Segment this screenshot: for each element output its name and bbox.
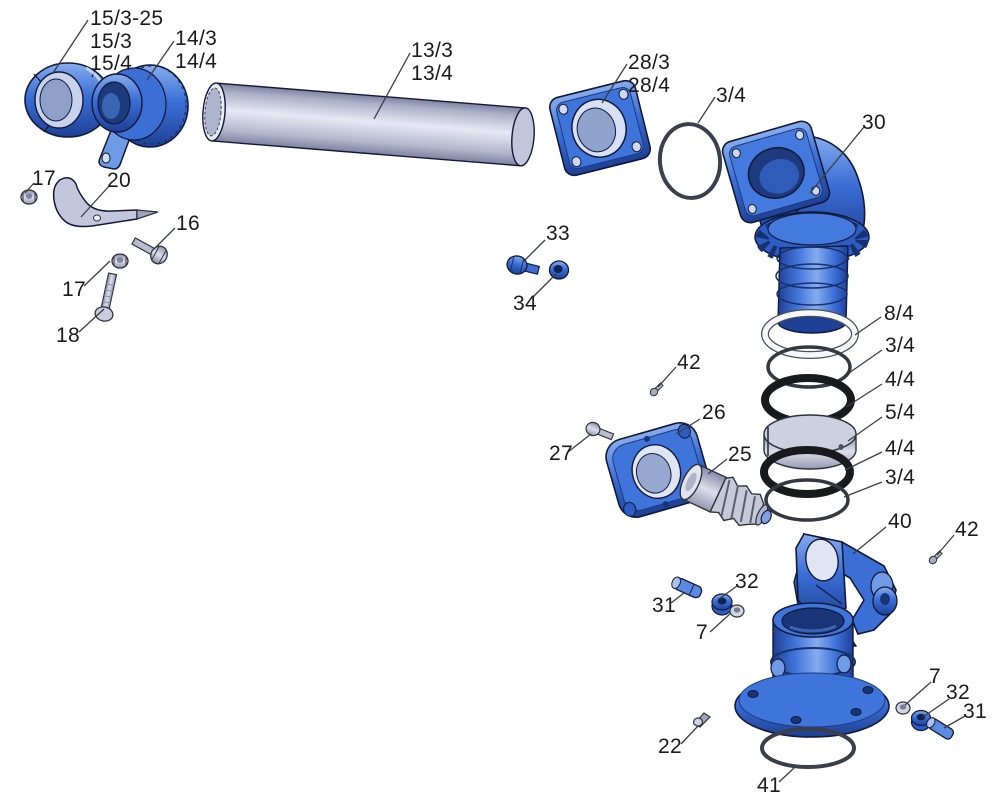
part-bolt-27 bbox=[585, 421, 615, 441]
leader-7-mid bbox=[709, 612, 732, 633]
part-bolt-16 bbox=[131, 237, 168, 265]
callout-31-bottom: 31 bbox=[963, 700, 987, 723]
leader-20 bbox=[80, 184, 111, 218]
part-nut-17-lower bbox=[111, 253, 129, 269]
leader-41 bbox=[778, 767, 795, 783]
leader-31-bottom bbox=[943, 715, 966, 729]
callout-27: 27 bbox=[549, 442, 573, 465]
leader-27 bbox=[567, 433, 592, 453]
leader-40 bbox=[852, 526, 887, 555]
callout-3-4-top: 3/4 bbox=[716, 84, 747, 107]
callout-42-mid: 42 bbox=[677, 351, 701, 374]
callout-41: 41 bbox=[757, 774, 781, 797]
leader-33 bbox=[522, 239, 546, 263]
part-lever-20 bbox=[52, 177, 159, 228]
callout-32-mid: 32 bbox=[735, 570, 759, 593]
part-o-ring-3-4-upper bbox=[766, 345, 852, 389]
leader-22 bbox=[680, 725, 699, 745]
callout-4-4-lower: 4/4 bbox=[885, 437, 916, 460]
part-o-ring-3-4-lower bbox=[764, 478, 850, 522]
part-nut-32-bottom bbox=[910, 709, 932, 732]
callout-20: 20 bbox=[107, 169, 131, 192]
part-fitting-22 bbox=[692, 712, 711, 728]
callout-5-4: 5/4 bbox=[885, 401, 916, 424]
part-washer-7-bottom bbox=[895, 701, 911, 715]
part-pin-31-bottom bbox=[926, 717, 955, 740]
callout-17-upper: 17 bbox=[32, 167, 56, 190]
leader-14 bbox=[146, 40, 175, 81]
part-bracket-base-40 bbox=[734, 532, 898, 738]
leader-17-lower bbox=[83, 260, 111, 287]
leader-17-upper bbox=[24, 182, 35, 194]
part-bolt-18 bbox=[94, 272, 118, 322]
callout-26: 26 bbox=[702, 401, 726, 424]
part-o-ring-41 bbox=[760, 727, 856, 769]
leader-26 bbox=[675, 418, 701, 435]
leader-34 bbox=[532, 273, 557, 298]
part-nozzle-body-14 bbox=[91, 64, 189, 170]
part-pin-31-mid bbox=[671, 576, 703, 599]
leader-4-4-upper bbox=[845, 383, 883, 408]
leader-7-bottom bbox=[904, 681, 932, 706]
part-o-ring-3-4-top bbox=[657, 122, 723, 200]
callout-30: 30 bbox=[862, 111, 886, 134]
leader-16 bbox=[153, 227, 176, 250]
leader-13 bbox=[373, 52, 411, 120]
callout-14: 14/3 14/4 bbox=[175, 27, 218, 73]
leader-25 bbox=[707, 458, 728, 475]
callout-16: 16 bbox=[176, 212, 200, 235]
part-barrel-tube-13 bbox=[202, 82, 535, 167]
callout-25: 25 bbox=[728, 443, 752, 466]
callout-8-4: 8/4 bbox=[884, 302, 915, 325]
leader-3-4-top bbox=[697, 96, 716, 124]
leader-42-right bbox=[936, 534, 955, 556]
callout-13: 13/3 13/4 bbox=[411, 39, 454, 85]
callout-4-4-upper: 4/4 bbox=[885, 368, 916, 391]
part-screw-42-right bbox=[928, 550, 943, 565]
callout-34: 34 bbox=[513, 292, 537, 315]
leader-15 bbox=[52, 19, 89, 74]
leader-28 bbox=[601, 63, 628, 104]
callout-18: 18 bbox=[56, 324, 80, 347]
leader-30 bbox=[809, 126, 865, 194]
callout-17-lower: 17 bbox=[62, 278, 86, 301]
callout-3-4-lower: 3/4 bbox=[885, 466, 916, 489]
part-seal-4-4-lower bbox=[760, 446, 854, 498]
callout-7-mid: 7 bbox=[696, 621, 708, 644]
leader-8-4 bbox=[854, 316, 882, 336]
leader-42-mid bbox=[657, 366, 677, 388]
leader-32-mid bbox=[718, 585, 738, 600]
part-nut-17-upper bbox=[20, 189, 38, 205]
callout-15: 15/3-25 15/3 15/4 bbox=[90, 7, 164, 75]
callout-3-4-upper: 3/4 bbox=[885, 334, 916, 357]
leader-18 bbox=[78, 308, 105, 333]
leader-4-4-lower bbox=[844, 451, 883, 471]
leader-lines bbox=[24, 19, 966, 783]
leader-3-4-lower bbox=[843, 481, 883, 498]
part-seal-ring-8-4 bbox=[761, 309, 859, 359]
part-screw-42-mid bbox=[649, 382, 664, 397]
callout-22: 22 bbox=[658, 735, 682, 758]
part-bolt-33 bbox=[506, 255, 541, 275]
part-washer-7-mid bbox=[729, 604, 745, 618]
callout-28: 28/3 28/4 bbox=[628, 51, 671, 97]
callout-31-mid: 31 bbox=[652, 594, 676, 617]
callout-33: 33 bbox=[546, 222, 570, 245]
leader-32-bottom bbox=[922, 698, 950, 718]
callout-7-bottom: 7 bbox=[929, 665, 941, 688]
leader-3-4-upper bbox=[848, 349, 883, 374]
part-flange-28 bbox=[548, 79, 652, 177]
part-nut-34 bbox=[548, 260, 570, 280]
leader-5-4 bbox=[847, 416, 883, 442]
callout-40: 40 bbox=[888, 510, 912, 533]
callout-32-bottom: 32 bbox=[946, 681, 970, 704]
part-worm-gear-25 bbox=[679, 463, 772, 527]
callout-42-right: 42 bbox=[955, 518, 979, 541]
leader-31-mid bbox=[670, 592, 685, 604]
part-elbow-gear-30 bbox=[721, 120, 870, 334]
